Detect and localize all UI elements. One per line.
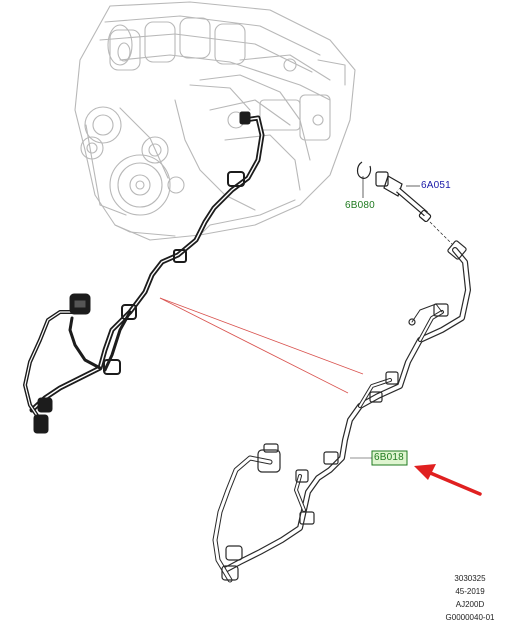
callout-6b080[interactable]: 6B080 xyxy=(345,200,375,211)
installed-harness-connectors xyxy=(33,111,251,434)
reference-line: G0000040-01 xyxy=(445,613,495,622)
leader-lines xyxy=(159,297,364,394)
callout-6a051[interactable]: 6A051 xyxy=(421,180,451,191)
installed-harness xyxy=(23,115,265,422)
o-ring-part xyxy=(356,161,372,198)
reference-block: 3030325 45-2019 AJ200D G0000040-01 xyxy=(430,572,510,624)
reference-line: 3030325 xyxy=(454,574,486,583)
exploded-harness-connectors xyxy=(221,240,467,581)
exploded-harness xyxy=(212,247,471,583)
reference-line: 45-2019 xyxy=(455,587,485,596)
pointer-arrow xyxy=(414,464,482,496)
heater-element-part xyxy=(375,171,453,245)
callout-6b018[interactable]: 6B018 xyxy=(374,452,404,463)
reference-line: AJ200D xyxy=(455,600,485,609)
